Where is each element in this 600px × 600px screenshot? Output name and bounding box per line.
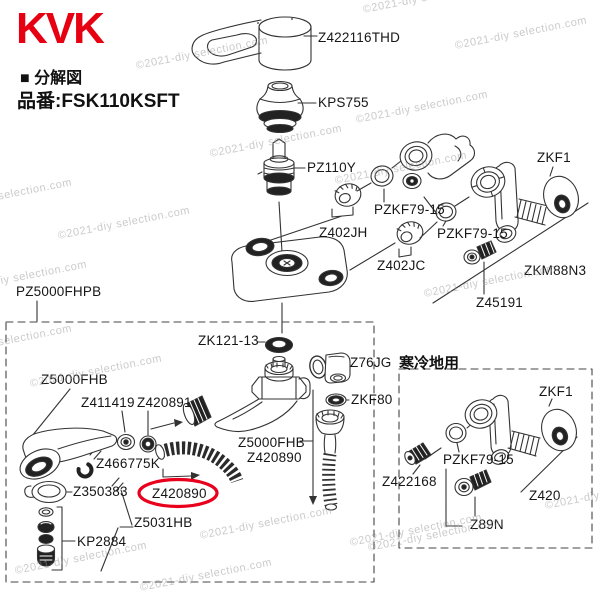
screw-z89n-art [454,469,492,497]
part-label-z402jc: Z402JC [377,258,426,273]
part-label-pzkf79-15-b: PZKF79-15 [437,226,508,241]
part-label-z422168: Z422168 [382,474,437,489]
part-label-z76jg: Z76JG [350,355,392,370]
part-label-z411419: Z411419 [81,395,135,410]
part-label-zkf1-a: ZKF1 [537,150,571,165]
diagram-type-label: ■ 分解図 [20,70,83,87]
nut-z411419-art [116,433,136,451]
o-ring-pzkf79-15-a-art [370,165,394,187]
part-label-pzkf79-15-a: PZKF79-15 [374,202,445,217]
gasket-zk121-13-art [264,336,294,354]
hose-crimp-art [182,395,212,427]
shower-hose-z420890-art [154,441,244,484]
cold-climate-dashed-box [398,368,593,549]
part-label-pz110y: PZ110Y [307,160,356,175]
plug-z422168-art [404,442,432,466]
kvk-logo: KVK [16,4,105,53]
cartridge-pz110y-art [257,138,295,196]
crank-zkm88n3-art [470,161,549,243]
part-label-kp2884: KP2884 [77,534,127,549]
part-label-z5031hb: Z5031HB [134,515,193,530]
nut-z402jh-art [334,183,362,207]
down-arrow-head [309,496,317,505]
part-label-zkm88n3: ZKM88N3 [524,263,587,278]
flange-zkf1-top-art [543,175,579,219]
hand-shower-head-art [19,427,118,480]
metal-hose-art [315,409,345,511]
part-label-z45191: Z45191 [476,295,523,310]
part-label-pz5000fhpb: PZ5000FHPB [16,284,102,299]
flange-zkf1-cold-art [541,408,577,452]
part-label-zkf1-cold: ZKF1 [539,384,573,399]
o-ring-pzkf79-15-cold-art [445,422,467,444]
screw-z45191-art [463,240,497,265]
part-label-z5000fhb-b: Z5000FHB [238,435,305,450]
shower-elbow-art [214,355,311,432]
clip-z466775k-art [76,461,94,479]
part-label-z89n: Z89N [470,517,504,532]
body-elbow-housing-art [399,133,476,190]
hose-direction-arrows [150,419,317,505]
part-label-zk121-13: ZK121-13 [198,333,259,348]
part-label-z420891: Z420891 [137,395,192,410]
part-label-z420: Z420 [529,488,561,503]
elbow-z76jg-art [309,352,351,384]
o-ring-z420891-art [139,435,157,453]
product-number-label: 品番:FSK110KSFT [17,91,180,112]
part-label-kps755: KPS755 [318,95,369,110]
section-title-cold-climate: 寒冷地用 [399,355,460,372]
part-label-z422116thd: Z422116THD [318,30,401,45]
highlight-ellipse [137,477,219,509]
part-label-pzkf79-15-cold: PZKF79-15 [443,452,514,467]
part-label-z420890-b: Z420890 [247,450,302,465]
part-label-z350383: Z350383 [73,484,128,499]
o-ring-pzkf79-15-b-art [435,202,457,222]
part-label-z402jh: Z402JH [319,225,368,240]
kp2884-parts-stack-art [36,507,56,567]
part-label-z420890-highlighted: Z420890 [152,486,207,501]
nut-z402jc-art [396,221,424,245]
spray-ring-z350383-art [24,480,67,504]
crank-z420-art [464,394,541,465]
part-label-z466775k: Z466775K [96,456,160,471]
main-assembly-dashed-box [5,321,375,583]
part-label-zkf80: ZKF80 [351,392,393,407]
o-ring-zkf80-art [325,393,347,407]
cap-kps755-art [256,80,304,134]
faucet-body-art [231,236,348,302]
handle-z422116thd-art [191,16,312,71]
part-label-z5000fhb-a: Z5000FHB [41,372,108,387]
